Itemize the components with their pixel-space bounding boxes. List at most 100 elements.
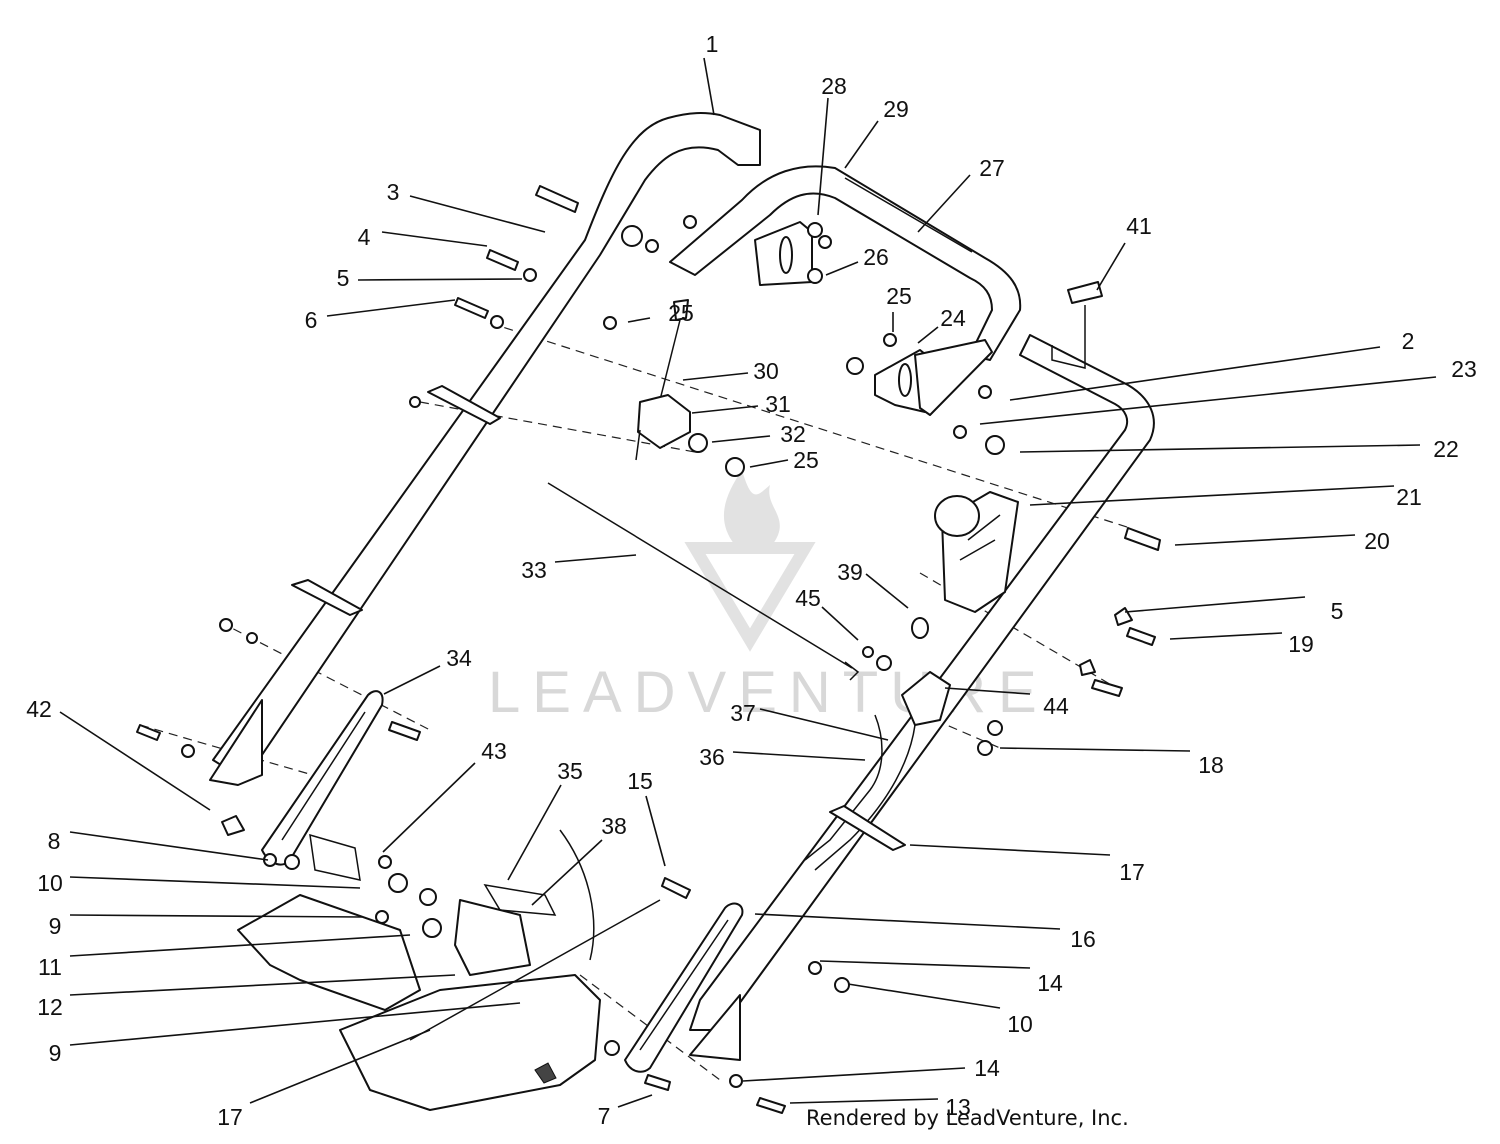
leader-line-c38: [531, 839, 603, 906]
leader-line-c7: [617, 1094, 653, 1108]
callout-label-c2: 2: [1402, 328, 1415, 354]
callout-label-c25c: 25: [793, 447, 819, 473]
leader-line-c20: [1174, 534, 1356, 546]
lower-frame-left: [209, 699, 263, 786]
leader-line-c14a: [819, 960, 1031, 969]
leader-line-c22: [1019, 444, 1421, 453]
callout-label-c10a: 10: [37, 870, 63, 896]
leader-line-c10a: [69, 876, 361, 889]
callout-label-c17a: 17: [1119, 859, 1145, 885]
bracket-24: [846, 333, 993, 416]
leader-line-c43: [382, 762, 476, 853]
callout-label-c29: 29: [883, 96, 909, 122]
callout-label-c19: 19: [1288, 631, 1314, 657]
callout-label-c45: 45: [795, 585, 821, 611]
leader-line-c17b: [249, 1029, 431, 1104]
leader-line-c15: [645, 795, 666, 867]
cable-33: [547, 482, 860, 681]
callout-label-c25b: 25: [886, 283, 912, 309]
callout-label-c17b: 17: [217, 1104, 243, 1130]
callout-label-c5a: 5: [337, 265, 350, 291]
leader-line-c39: [865, 573, 909, 609]
callout-label-c44: 44: [1043, 693, 1069, 719]
leader-line-c32: [711, 435, 771, 443]
bracket-41: [1051, 281, 1103, 369]
leader-line-c25a: [627, 317, 651, 323]
callout-label-c12: 12: [37, 994, 63, 1020]
callout-label-c43: 43: [481, 738, 507, 764]
callout-label-c42: 42: [26, 696, 52, 722]
leader-line-c25c: [749, 459, 789, 468]
callout-label-c32: 32: [780, 421, 806, 447]
leader-line-c30: [682, 372, 749, 381]
guide-17-upper: [427, 385, 501, 425]
bolt-icon: [535, 185, 579, 213]
leader-line-c24: [917, 326, 939, 344]
leader-line-c6: [326, 299, 456, 317]
leader-line-c13: [789, 1098, 939, 1104]
callout-label-c18: 18: [1198, 752, 1224, 778]
leader-line-c19: [1169, 632, 1283, 640]
callout-label-c41: 41: [1126, 213, 1152, 239]
leader-line-c5a: [357, 278, 523, 281]
bracket-44: [804, 671, 951, 871]
callout-label-c13: 13: [945, 1094, 971, 1120]
right-handle: [689, 334, 1155, 1031]
callout-label-c7: 7: [598, 1103, 611, 1129]
deck-housing: [237, 829, 661, 1111]
callout-label-c21: 21: [1396, 484, 1422, 510]
callout-label-c25a: 25: [668, 300, 694, 326]
leader-line-c21: [1029, 485, 1395, 506]
control-lever-21: [934, 491, 1019, 613]
leader-line-c12: [69, 974, 456, 996]
leader-line-c35: [507, 784, 562, 881]
callout-label-c26: 26: [863, 244, 889, 270]
leader-line-c1: [703, 57, 715, 116]
callout-label-c33: 33: [521, 557, 547, 583]
callout-label-c4: 4: [358, 224, 371, 250]
leader-line-c45: [821, 606, 859, 641]
hardware: [136, 185, 1161, 1114]
leader-line-c33: [554, 554, 637, 563]
callout-label-c3: 3: [387, 179, 400, 205]
control-bar: [669, 165, 1022, 361]
leader-line-c26: [825, 261, 859, 276]
leader-line-c9a: [69, 914, 363, 918]
credit-text: Rendered by LeadVenture, Inc.: [806, 1106, 1129, 1130]
callout-label-c10b: 10: [1007, 1011, 1033, 1037]
guide-17-right: [829, 805, 906, 851]
guide-17-mid: [291, 579, 363, 616]
bracket-28: [754, 221, 832, 286]
leader-line-c42: [59, 711, 211, 811]
leader-line-c3: [409, 195, 546, 233]
leader-line-c31: [691, 405, 759, 414]
callout-label-c9a: 9: [49, 913, 62, 939]
callout-label-c14b: 14: [974, 1055, 1000, 1081]
callout-label-c37: 37: [730, 700, 756, 726]
leader-line-c14b: [742, 1067, 966, 1082]
watermark-v-icon: [684, 542, 816, 652]
leader-line-c11: [69, 934, 411, 957]
callout-label-c8: 8: [48, 828, 61, 854]
leader-line-c17a: [909, 844, 1111, 856]
callout-label-c15: 15: [627, 768, 653, 794]
watermark-flame-icon: [723, 470, 780, 554]
callout-label-c6: 6: [305, 307, 318, 333]
leader-line-c9b: [69, 1002, 521, 1046]
callout-label-c23: 23: [1451, 356, 1477, 382]
leader-line-c23: [979, 376, 1437, 425]
leader-line-c4: [381, 231, 488, 247]
callout-label-c34: 34: [446, 645, 472, 671]
callout-label-c35: 35: [557, 758, 583, 784]
callout-label-c1: 1: [706, 31, 719, 57]
leader-line-c36: [732, 751, 866, 761]
callout-label-c14a: 14: [1037, 970, 1063, 996]
leader-line-c27: [917, 174, 971, 233]
callout-label-c39: 39: [837, 559, 863, 585]
leader-line-c5b: [1124, 596, 1306, 613]
plate-lower-right: [689, 994, 741, 1061]
leader-line-c10b: [847, 983, 1001, 1009]
leader-line-c2: [1009, 346, 1381, 401]
callout-label-c27: 27: [979, 155, 1005, 181]
callout-label-c11: 11: [38, 954, 62, 980]
